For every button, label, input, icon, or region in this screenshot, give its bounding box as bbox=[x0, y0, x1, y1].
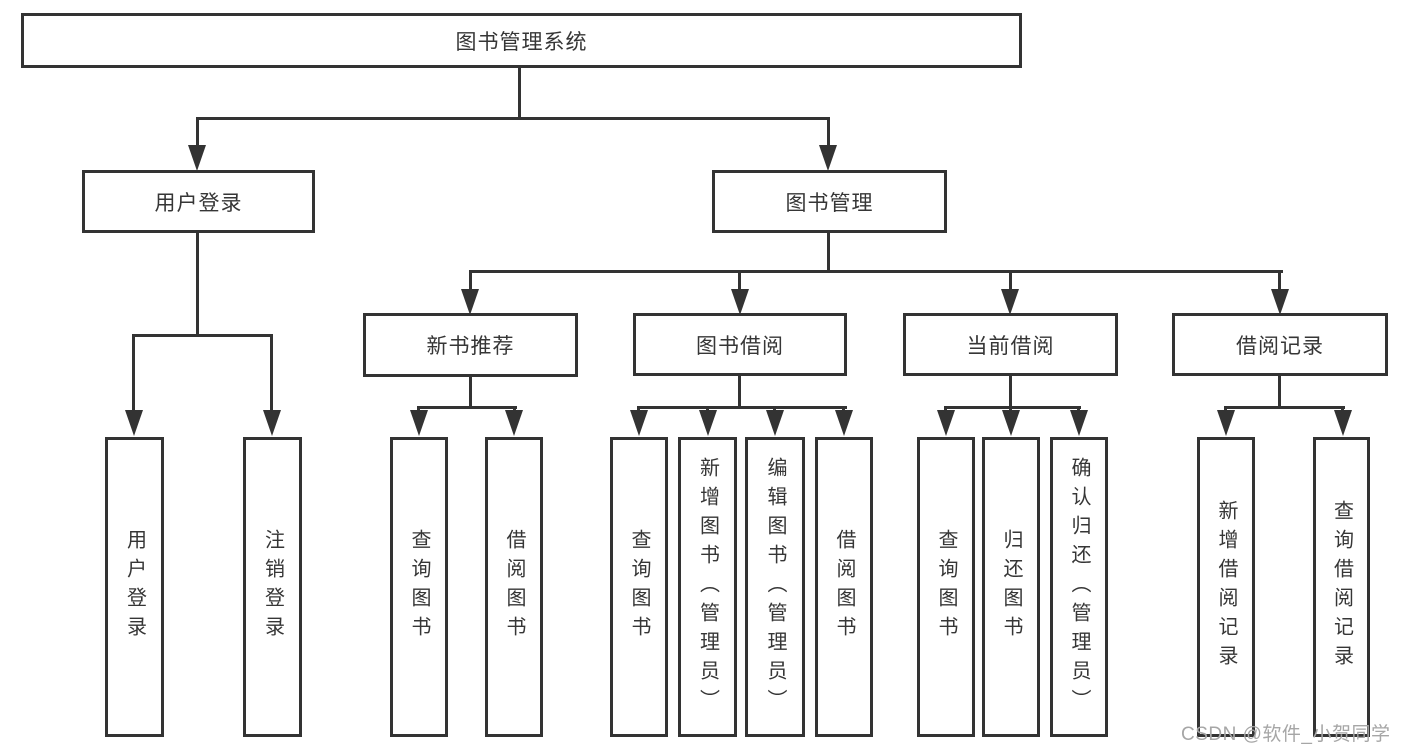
connector-line bbox=[1009, 270, 1012, 292]
leaf-label: 用户登录 bbox=[123, 529, 146, 645]
leaf-label: 编辑图书（管理员） bbox=[764, 456, 786, 718]
connector-line bbox=[1224, 406, 1345, 409]
leaf-query-books-1: 查询图书 bbox=[390, 437, 448, 737]
connector-line bbox=[469, 270, 1283, 273]
leaf-borrow-books-1: 借阅图书 bbox=[485, 437, 543, 737]
leaf-query-books-2: 查询图书 bbox=[610, 437, 668, 737]
arrowhead-icon bbox=[937, 410, 955, 436]
leaf-user-login: 用户登录 bbox=[105, 437, 164, 737]
arrowhead-icon bbox=[835, 410, 853, 436]
leaf-edit-book-admin: 编辑图书（管理员） bbox=[745, 437, 805, 737]
arrowhead-icon bbox=[263, 410, 281, 436]
arrowhead-icon bbox=[125, 410, 143, 436]
connector-line bbox=[196, 117, 199, 149]
node-root-system: 图书管理系统 bbox=[21, 13, 1022, 68]
leaf-label: 注销登录 bbox=[261, 529, 284, 645]
connector-line bbox=[1009, 374, 1012, 409]
node-new-book-recommend: 新书推荐 bbox=[363, 313, 578, 377]
node-book-borrow: 图书借阅 bbox=[633, 313, 847, 376]
csdn-watermark: CSDN @软件_小贺同学 bbox=[1181, 724, 1391, 745]
node-book-management: 图书管理 bbox=[712, 170, 947, 233]
arrowhead-icon bbox=[1334, 410, 1352, 436]
leaf-return-books: 归还图书 bbox=[982, 437, 1040, 737]
arrowhead-icon bbox=[410, 410, 428, 436]
connector-line bbox=[132, 334, 273, 337]
leaf-label: 新增借阅记录 bbox=[1215, 500, 1237, 674]
leaf-borrow-books-2: 借阅图书 bbox=[815, 437, 873, 737]
arrowhead-icon bbox=[699, 410, 717, 436]
leaf-label: 查询借阅记录 bbox=[1330, 500, 1353, 674]
arrowhead-icon bbox=[505, 410, 523, 436]
arrowhead-icon bbox=[630, 410, 648, 436]
connector-line bbox=[1278, 375, 1281, 409]
arrowhead-icon bbox=[1271, 289, 1289, 315]
connector-line bbox=[944, 406, 1081, 409]
connector-line bbox=[738, 270, 741, 292]
leaf-confirm-return-admin: 确认归还（管理员） bbox=[1050, 437, 1108, 737]
connector-line bbox=[469, 270, 472, 292]
leaf-label: 借阅图书 bbox=[833, 529, 855, 645]
arrowhead-icon bbox=[731, 289, 749, 315]
leaf-label: 确认归还（管理员） bbox=[1068, 456, 1090, 718]
node-user-login: 用户登录 bbox=[82, 170, 315, 233]
connector-line bbox=[738, 374, 741, 409]
leaf-label: 查询图书 bbox=[408, 529, 430, 645]
connector-line bbox=[1278, 270, 1281, 292]
node-current-borrow: 当前借阅 bbox=[903, 313, 1118, 376]
leaf-label: 查询图书 bbox=[628, 529, 650, 645]
arrowhead-icon bbox=[766, 410, 784, 436]
connector-line bbox=[827, 117, 830, 149]
connector-line bbox=[417, 406, 517, 409]
connector-line bbox=[196, 117, 830, 120]
leaf-label: 借阅图书 bbox=[503, 529, 525, 645]
leaf-label: 新增图书（管理员） bbox=[696, 456, 719, 718]
connector-line bbox=[827, 231, 830, 273]
arrowhead-icon bbox=[461, 289, 479, 315]
arrowhead-icon bbox=[1001, 289, 1019, 315]
leaf-add-book-admin: 新增图书（管理员） bbox=[678, 437, 737, 737]
arrowhead-icon bbox=[1217, 410, 1235, 436]
leaf-add-borrow-record: 新增借阅记录 bbox=[1197, 437, 1255, 737]
arrowhead-icon bbox=[188, 145, 206, 171]
leaf-label: 查询图书 bbox=[935, 529, 957, 645]
leaf-query-books-3: 查询图书 bbox=[917, 437, 975, 737]
leaf-logout: 注销登录 bbox=[243, 437, 302, 737]
node-borrow-records: 借阅记录 bbox=[1172, 313, 1388, 376]
connector-line bbox=[518, 66, 521, 119]
arrowhead-icon bbox=[819, 145, 837, 171]
leaf-query-borrow-record: 查询借阅记录 bbox=[1313, 437, 1370, 737]
arrowhead-icon bbox=[1070, 410, 1088, 436]
connector-line bbox=[469, 375, 472, 409]
connector-line bbox=[196, 231, 199, 337]
leaf-label: 归还图书 bbox=[1000, 529, 1022, 645]
arrowhead-icon bbox=[1002, 410, 1020, 436]
connector-line bbox=[132, 334, 135, 414]
connector-line bbox=[270, 334, 273, 414]
connector-line bbox=[637, 406, 847, 409]
